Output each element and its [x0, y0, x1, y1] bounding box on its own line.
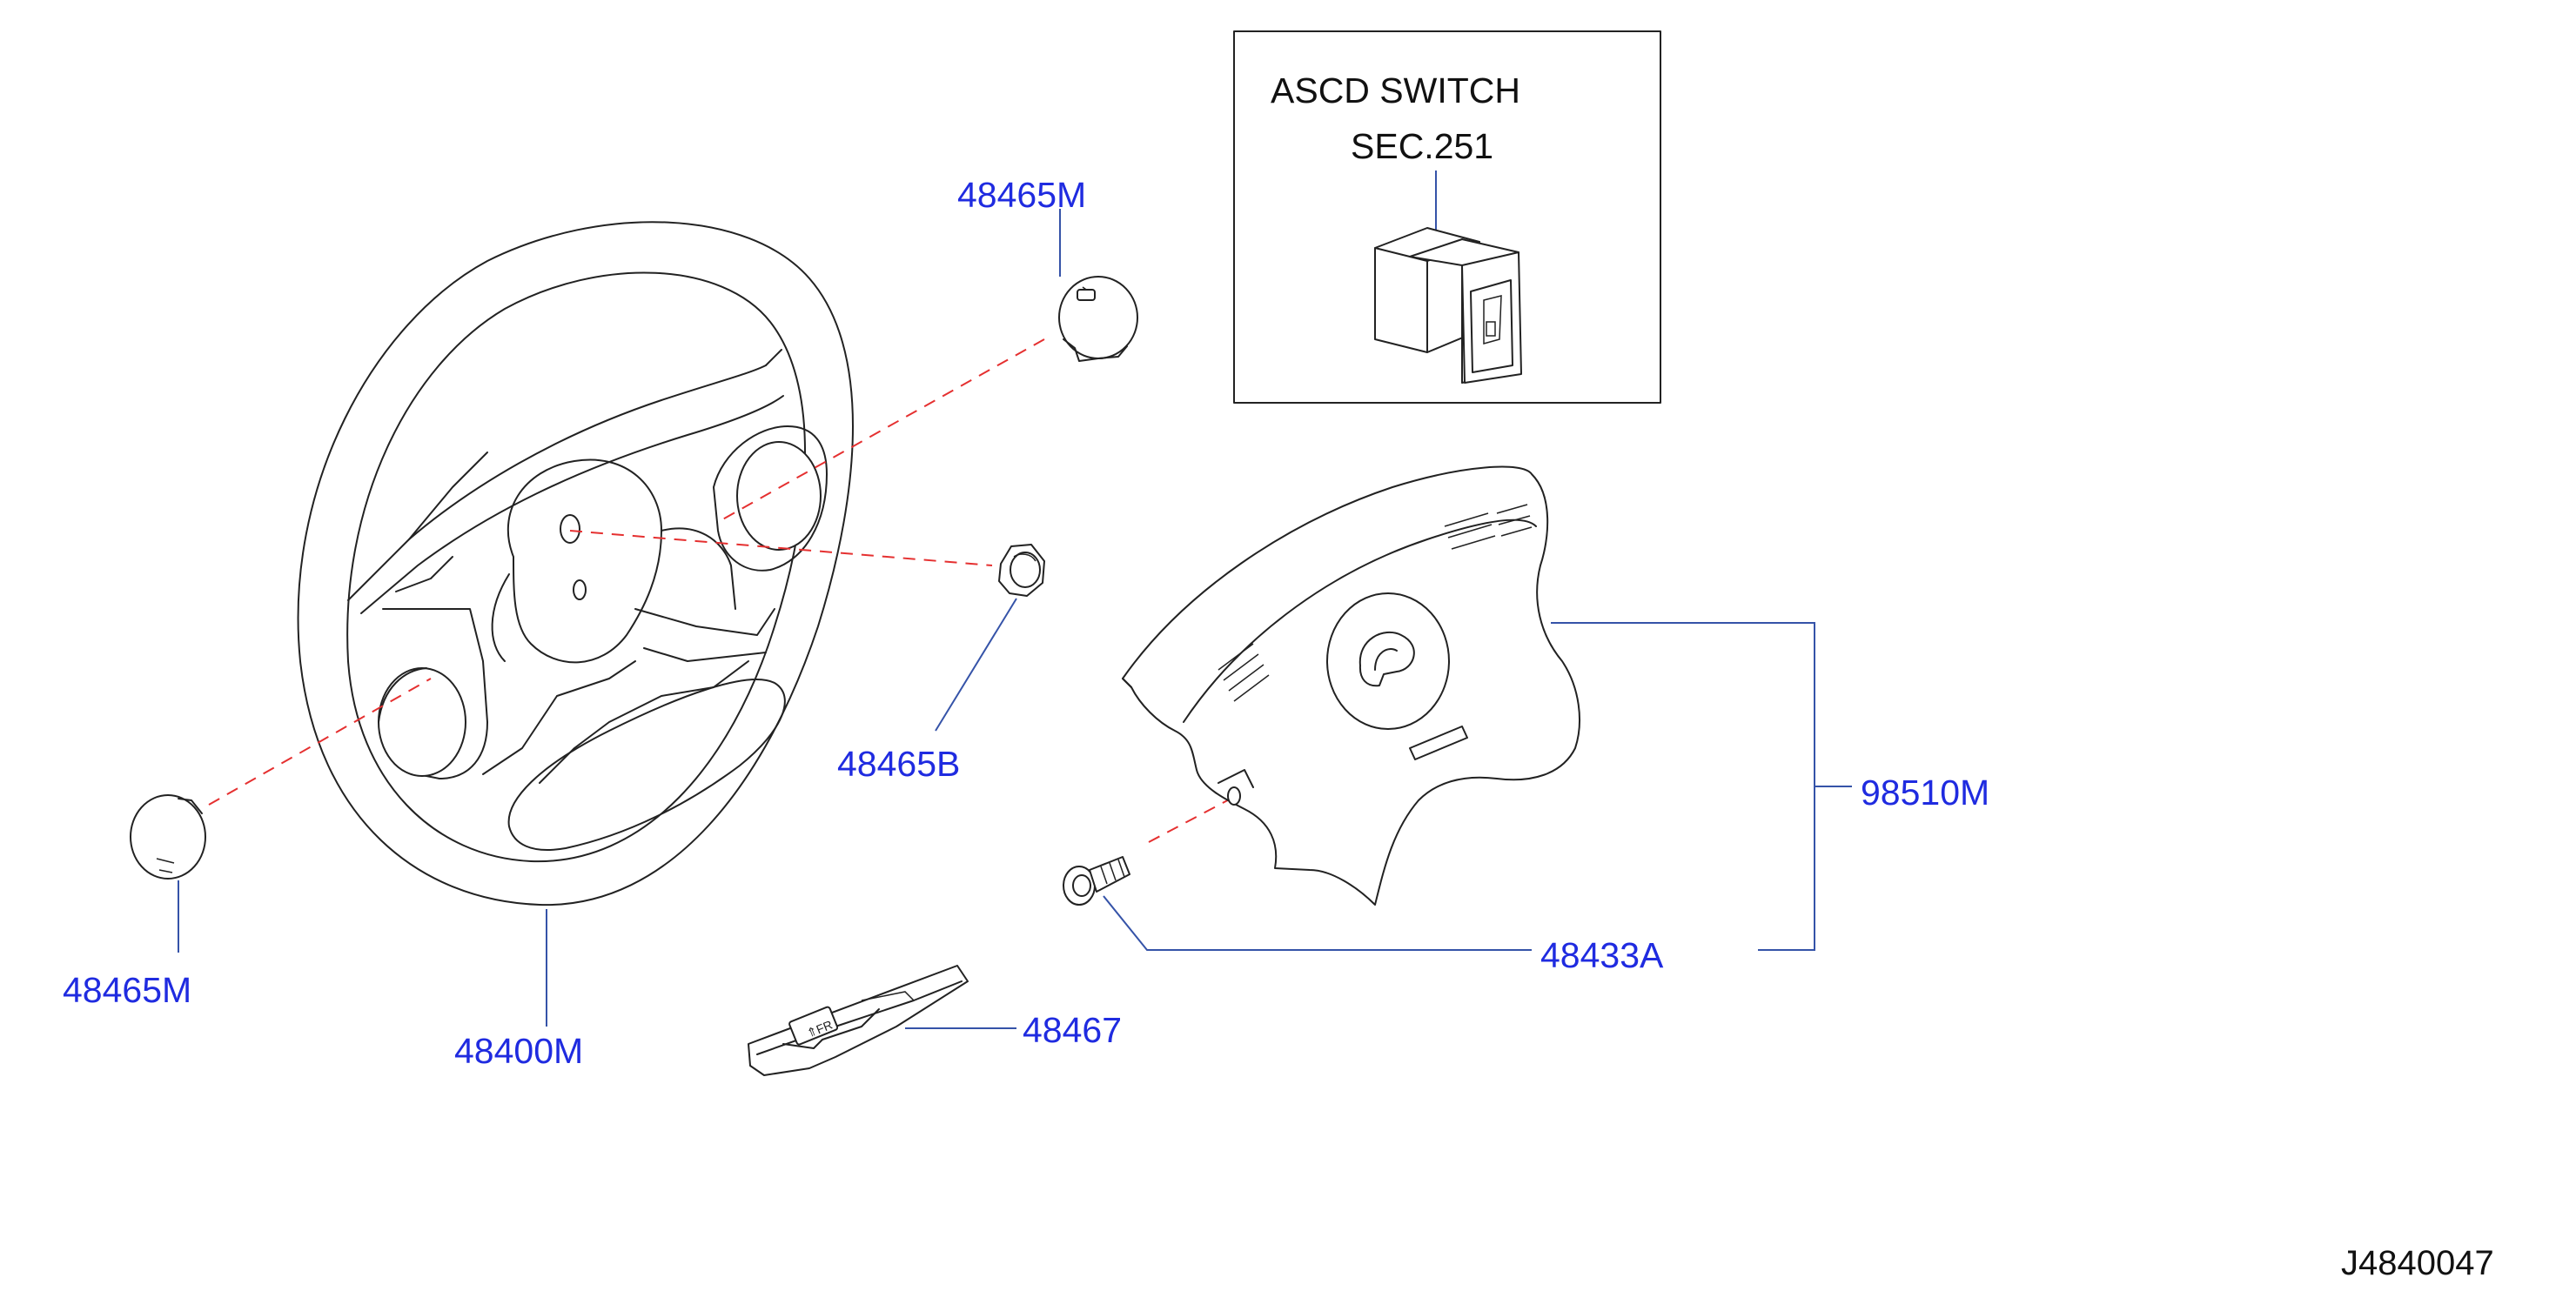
horn-cap-top[interactable] [1058, 276, 1138, 362]
label-48400M: 48400M [454, 1031, 583, 1071]
inset-section-ref: SEC.251 [1351, 126, 1493, 166]
horn-cap-bottom[interactable] [130, 794, 206, 880]
steering-bracket[interactable]: ⇑FR [748, 965, 969, 1076]
steering-wheel-nut[interactable] [998, 544, 1045, 597]
label-48465M-top: 48465M [957, 175, 1086, 215]
leader-48465B [935, 598, 1017, 732]
alignment-lines [208, 338, 1237, 843]
label-48433A: 48433A [1540, 935, 1664, 975]
steering-wheel[interactable] [297, 221, 854, 906]
dash-bolt [1148, 795, 1237, 843]
inset-title: ASCD SWITCH [1271, 70, 1520, 110]
ascd-switch[interactable] [1374, 227, 1522, 384]
label-98510M: 98510M [1861, 773, 1989, 813]
label-48465M-bottom: 48465M [63, 970, 191, 1010]
inset-frame [1233, 30, 1661, 404]
airbag-bolt[interactable] [1063, 856, 1130, 906]
leader-48433A [1103, 895, 1532, 951]
airbag-module[interactable] [1122, 465, 1580, 906]
leader-lines [178, 209, 1852, 1029]
label-48465B: 48465B [837, 744, 960, 784]
dash-nut [569, 530, 993, 566]
inset-ascd-switch: ASCD SWITCH SEC.251 [1233, 30, 1661, 404]
label-48467: 48467 [1023, 1010, 1122, 1050]
diagram-code: J4840047 [2341, 1244, 2494, 1282]
leader-98510M-bracket [1551, 622, 1815, 951]
dash-bottom-cap [208, 678, 432, 806]
